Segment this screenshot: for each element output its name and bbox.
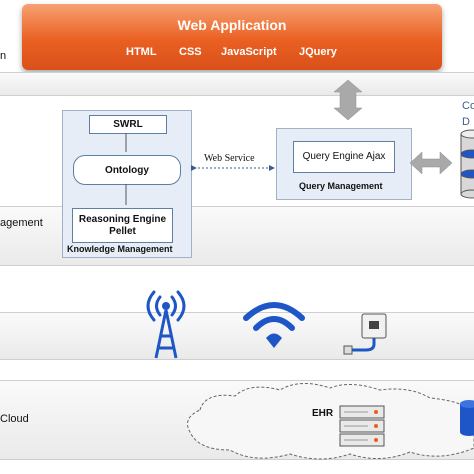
- ontology-box: Ontology: [73, 155, 181, 185]
- network-layer-band: [0, 312, 474, 360]
- query-management-caption: Query Management: [299, 181, 383, 191]
- database-label-line1: Co: [462, 100, 474, 112]
- database-label-line2: D: [462, 116, 470, 128]
- web-application-title: Web Application: [177, 17, 287, 33]
- radio-tower-icon: [146, 290, 186, 359]
- reasoning-engine-box: Reasoning Engine Pellet: [72, 208, 173, 243]
- cloud-layer-label: Cloud: [0, 413, 29, 425]
- query-engine-box: Query Engine Ajax: [293, 141, 395, 173]
- server-icon: [339, 405, 385, 447]
- database-icon: [460, 129, 474, 199]
- cloud-database-icon: [460, 400, 474, 436]
- tech-jquery: JQuery: [299, 46, 337, 58]
- tech-html: HTML: [126, 46, 157, 58]
- application-layer-band: [0, 72, 474, 96]
- web-application-banner: Web Application HTML CSS JavaScript JQue…: [22, 4, 442, 70]
- wifi-icon: [243, 302, 305, 348]
- knowledge-management-caption: Knowledge Management: [67, 244, 173, 254]
- web-service-label: Web Service: [204, 153, 255, 164]
- ethernet-port-icon: [343, 313, 387, 355]
- knowledge-management-panel: SWRL Ontology Reasoning Engine Pellet Kn…: [62, 110, 192, 258]
- vertical-double-arrow: [333, 79, 363, 121]
- horizontal-double-arrow: [409, 151, 453, 175]
- tech-css: CSS: [179, 46, 202, 58]
- tech-javascript: JavaScript: [221, 46, 277, 58]
- swrl-box: SWRL: [89, 115, 167, 134]
- ehr-label: EHR: [312, 408, 334, 419]
- management-layer-label: agement: [0, 217, 43, 229]
- application-layer-label: n: [0, 50, 7, 62]
